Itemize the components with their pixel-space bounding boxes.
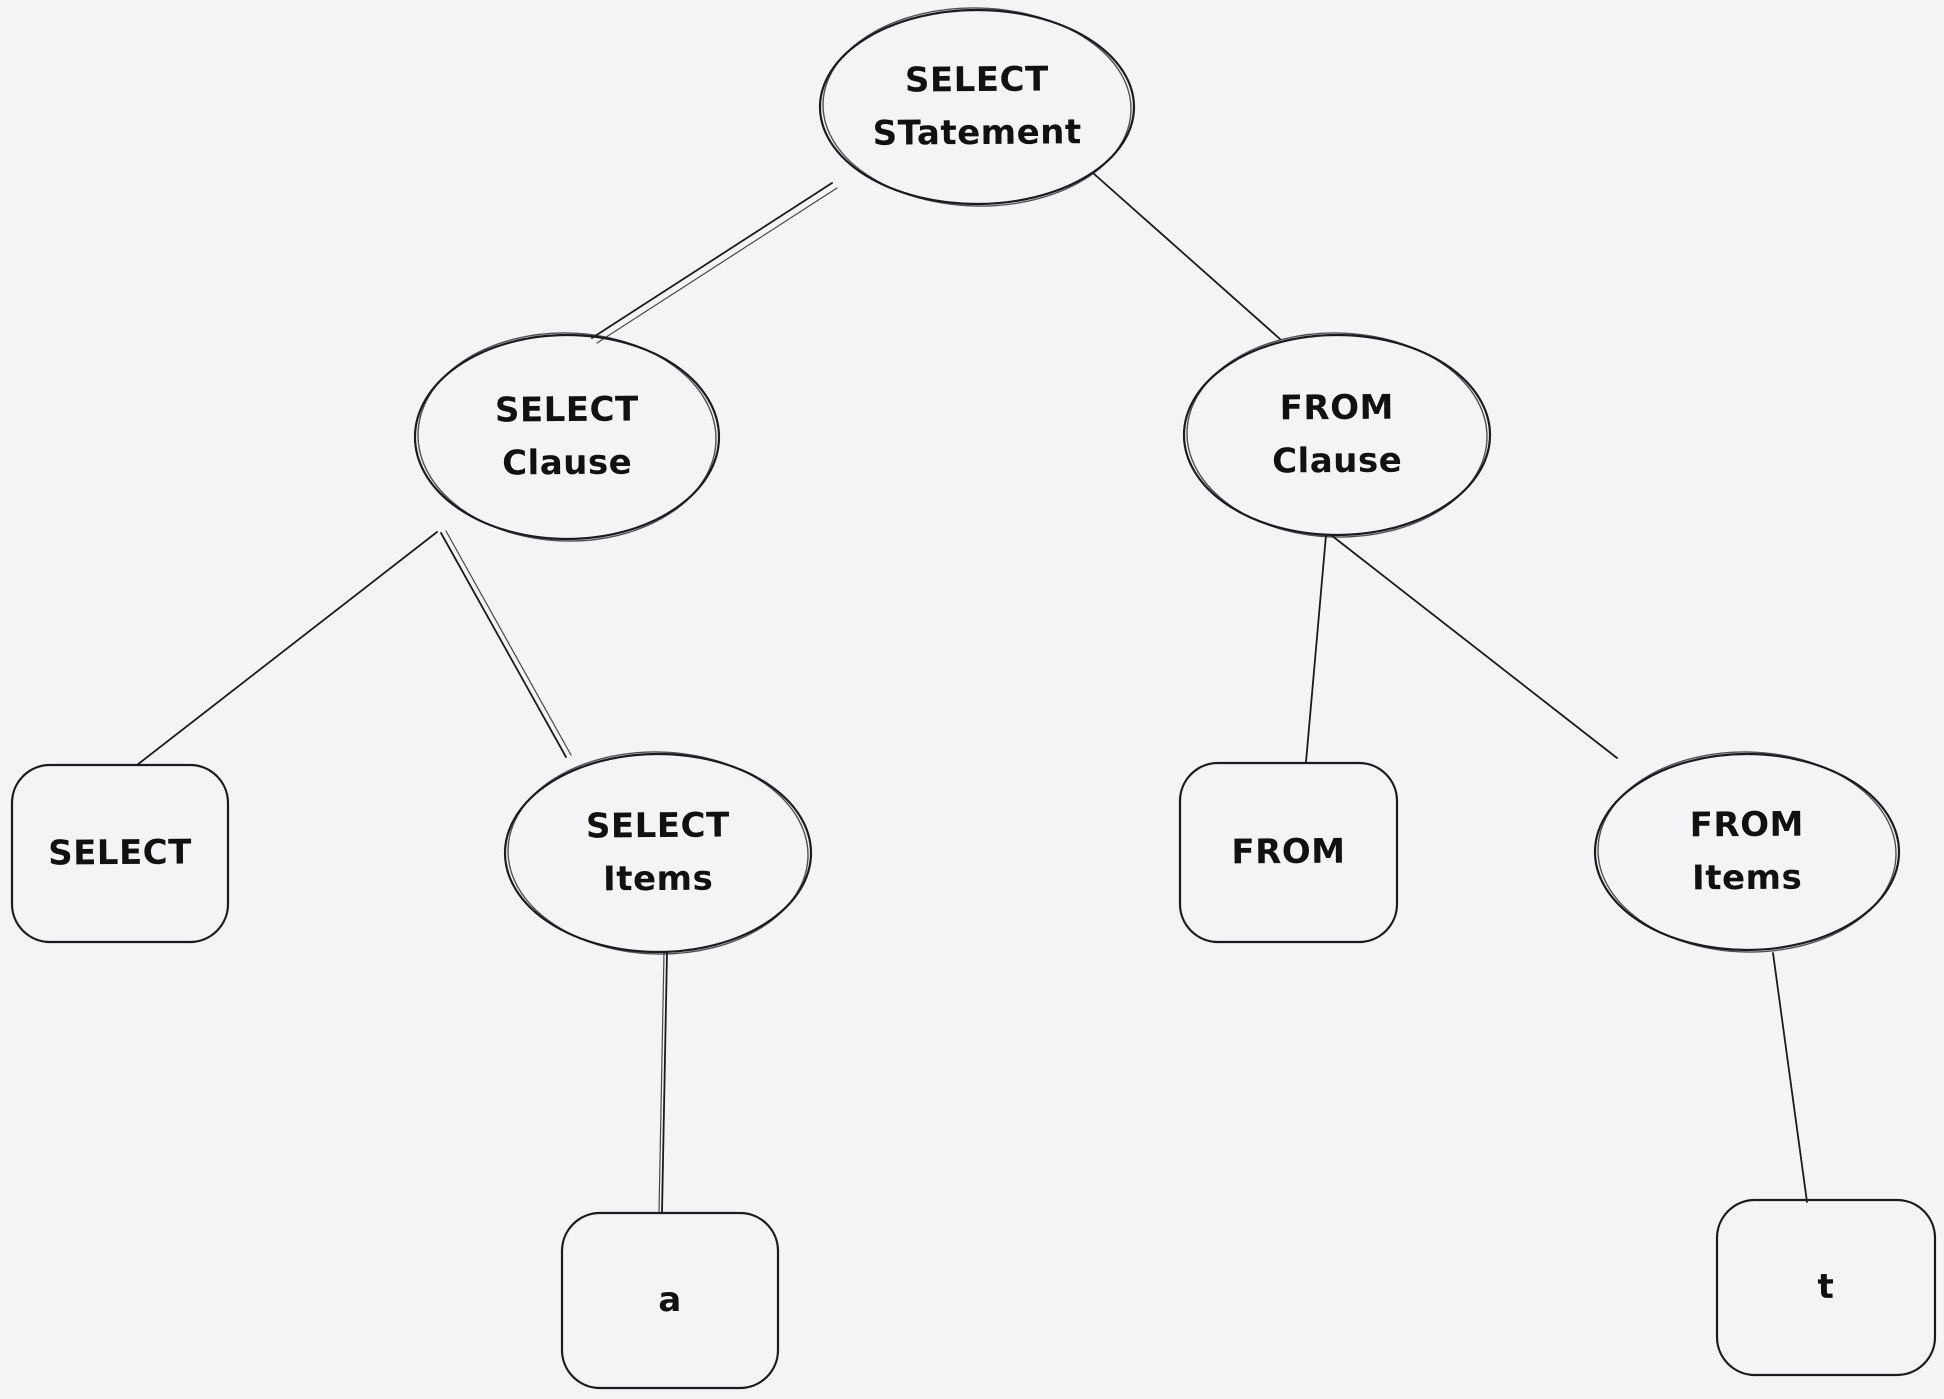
node-select-statement-shape[interactable] [818,8,1136,206]
edge-select-statement-to-select-clause [591,182,833,339]
node-from-items-label: FROM Items [1689,804,1805,899]
node-from-items-shape[interactable] [1593,752,1901,952]
node-select-items-shape-sketch [507,751,809,955]
node-select-keyword-label: SELECT [47,832,193,874]
edge-from-items-to-t [1772,952,1808,1203]
edge-select-items-to-a-sketch [658,951,665,1214]
edge-select-statement-to-select-clause-sketch [596,187,838,344]
node-from-item-t-label: t [1817,1266,1835,1307]
node-from-keyword-label: FROM [1231,831,1346,873]
edge-select-statement-to-from-clause [1092,172,1281,340]
node-select-item-a-shape[interactable] [560,1211,780,1390]
node-select-statement-label: SELECT STatement [872,59,1082,154]
node-from-clause-shape-sketch [1186,332,1488,538]
node-select-items-shape[interactable] [503,752,813,954]
node-select-clause-shape[interactable] [413,333,721,541]
edge-select-items-to-a [661,951,668,1214]
node-select-statement-shape-sketch [822,7,1132,207]
node-from-keyword-shape[interactable] [1178,761,1399,944]
nodes-group [10,7,1937,1390]
node-select-clause-shape-sketch [417,332,717,542]
node-from-clause-label: FROM Clause [1272,387,1403,482]
edges-group [136,172,1808,1214]
edge-select-clause-to-select-items [440,532,567,758]
node-select-keyword-shape[interactable] [10,763,230,944]
node-select-item-a-label: a [658,1279,682,1320]
node-select-items-label: SELECT Items [585,805,730,900]
node-select-clause-label: SELECT Clause [494,389,639,484]
node-from-items-shape-sketch [1597,751,1897,953]
edge-select-clause-to-select-items-sketch [445,530,572,756]
node-from-item-t-shape[interactable] [1715,1198,1937,1377]
edge-select-clause-to-select-keyword [136,531,438,766]
edge-from-clause-to-from-keyword [1305,534,1327,763]
node-from-clause-shape[interactable] [1182,333,1492,537]
edge-from-clause-to-from-items [1330,534,1618,759]
